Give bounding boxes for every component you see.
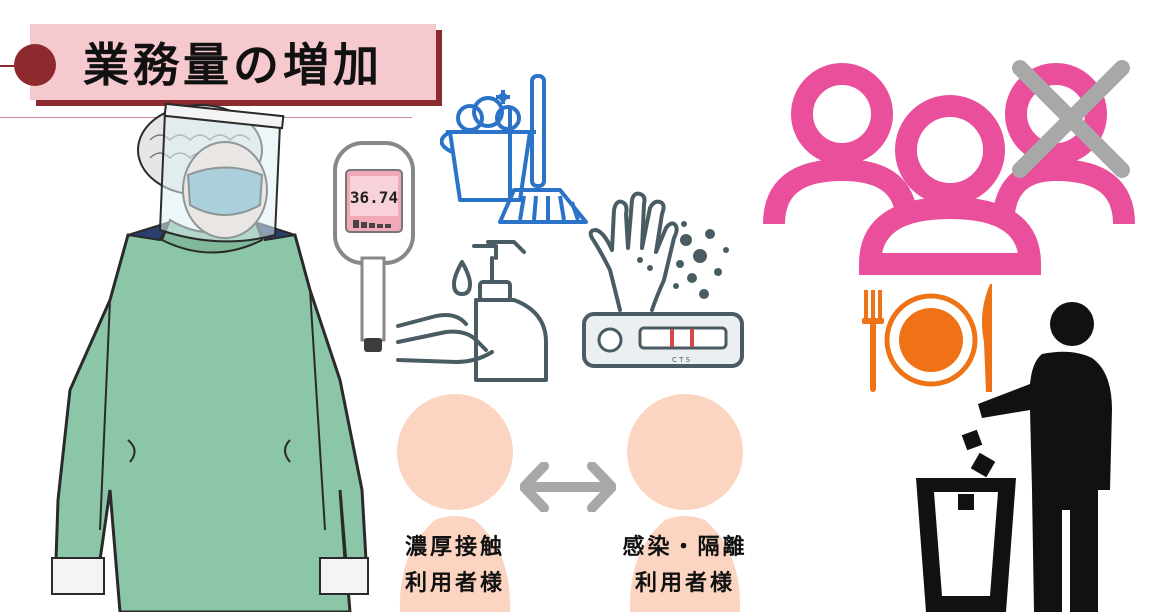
infected-label: 感染・隔離 利用者様 [600,530,770,602]
page-title: 業務量の増加 [83,38,383,92]
hand-soap-icon [396,240,548,382]
infected-line1: 感染・隔離 [622,535,748,560]
double-arrow-icon [520,462,616,512]
title-banner: 業務量の増加 [30,24,436,100]
title-bullet [14,44,56,86]
virus-hand-icon [588,191,729,312]
cleaning-bucket-icon [440,74,588,224]
close-contact-line1: 濃厚接触 [404,535,505,560]
thermometer-reading: 36.74 [350,188,398,207]
close-contact-label: 濃厚接触 利用者様 [378,530,532,602]
meal-icon [862,284,992,392]
close-contact-line2: 利用者様 [404,571,505,596]
person-icon [627,394,743,612]
staff-group-icon [763,60,1135,275]
test-marks: C T S [672,356,691,364]
trash-disposal-icon [916,302,1112,612]
antigen-test-icon: C T S [582,312,744,368]
infected-line2: 利用者様 [634,571,735,596]
thermometer-icon: 36.74 [333,141,415,352]
nurse-in-gown-icon [51,102,369,612]
person-icon [397,394,513,612]
